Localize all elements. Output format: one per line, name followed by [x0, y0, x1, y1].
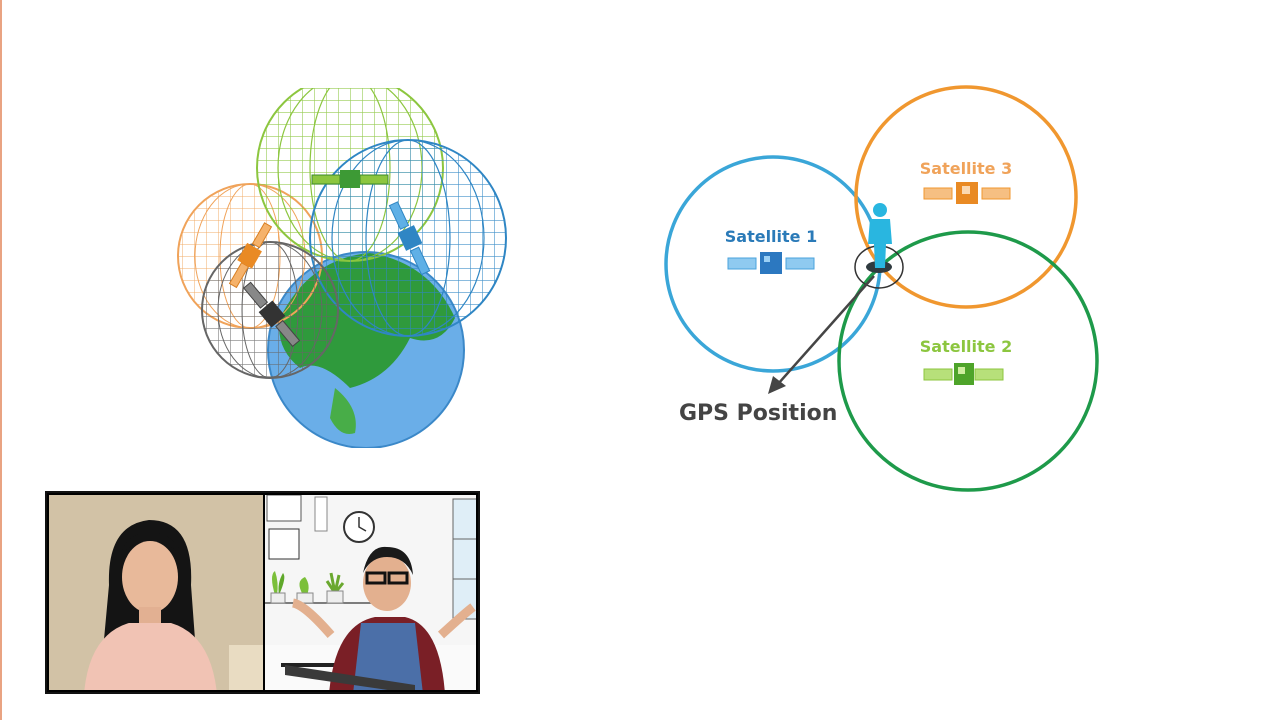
page-edge-rule [0, 0, 2, 720]
participant-2-video [265, 495, 476, 690]
satellite-3-range-circle [854, 85, 1078, 309]
participant-1-video [49, 495, 263, 690]
gps-position-label: GPS Position [679, 401, 837, 426]
video-call-panel [45, 491, 480, 694]
satellite-1-label: Satellite 1 [725, 227, 817, 246]
satellite-2-label: Satellite 2 [920, 337, 1012, 356]
satellite-2-range-circle [837, 230, 1099, 492]
globe-coverage-illustration [177, 88, 507, 448]
satellite-icon [243, 281, 301, 348]
video-tile-participant-1[interactable] [49, 495, 263, 690]
satellite-icon [388, 201, 431, 276]
clock-icon [343, 511, 375, 543]
satellite-icon [923, 363, 1004, 385]
satellite-icon [727, 252, 815, 274]
satellite-icon [311, 170, 389, 188]
person-icon [854, 203, 904, 289]
video-tile-participant-2[interactable] [265, 495, 476, 690]
arrow-icon [768, 275, 875, 394]
plant-icon [270, 571, 345, 604]
satellite-3-label: Satellite 3 [920, 159, 1012, 178]
satellite-icon [228, 222, 273, 289]
satellite-icon [923, 182, 1011, 204]
